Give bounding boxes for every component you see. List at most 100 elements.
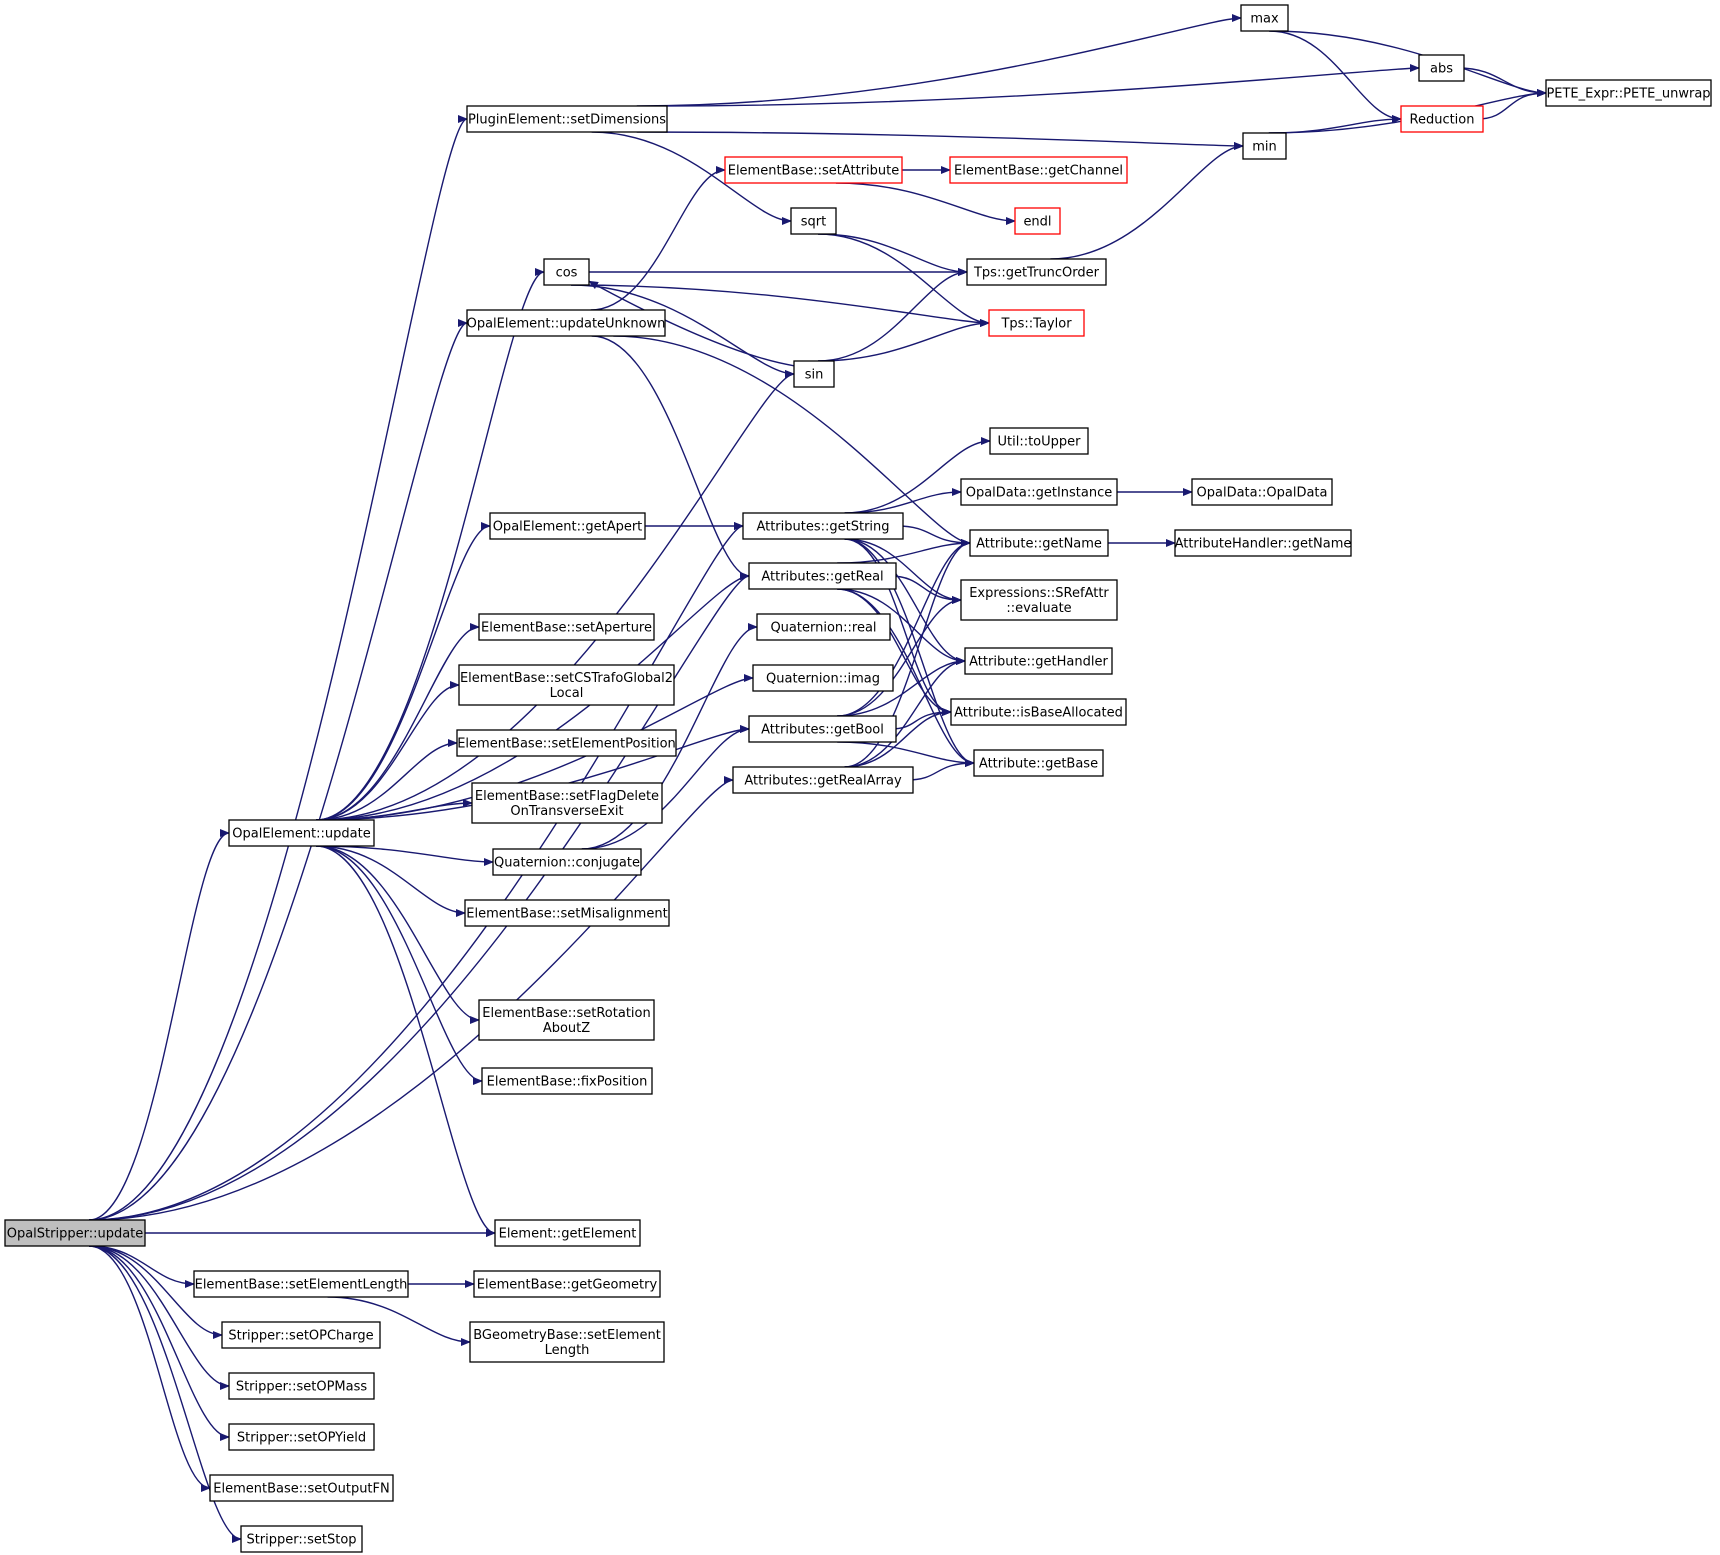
node-label: Quaternion::conjugate (494, 856, 640, 871)
node-quaternion-real[interactable]: Quaternion::real (756, 613, 891, 641)
node-attributehandler-getname[interactable]: AttributeHandler::getName (1174, 529, 1352, 557)
node-box (748, 562, 897, 590)
edge-abs-to-pete-unwrap (1457, 67, 1547, 97)
edge-opalstripper-update-to-attributes-getreal (88, 572, 750, 1221)
node-elementbase-setmisalignment[interactable]: ElementBase::setMisalignment (464, 899, 670, 927)
node-label: Attribute::getHandler (969, 655, 1108, 670)
node-opalelement-getapert[interactable]: OpalElement::getApert (489, 512, 646, 540)
node-box (1418, 54, 1465, 82)
edge-attributes-getreal-to-expressions-srefattr-evaluate (889, 575, 962, 604)
node-elementbase-getgeometry[interactable]: ElementBase::getGeometry (473, 1270, 661, 1298)
node-label: OnTransverseExit (510, 804, 623, 819)
node-sin[interactable]: sin (793, 360, 835, 388)
edge-attributes-getbool-to-attribute-gethandler (837, 657, 966, 717)
node-opaldata-opaldata[interactable]: OpalData::OpalData (1191, 478, 1333, 506)
node-label: ElementBase::getGeometry (477, 1278, 658, 1293)
node-opalelement-update[interactable]: OpalElement::update (228, 819, 375, 847)
edge-attributes-getbool-to-expressions-srefattr-evaluate (837, 596, 962, 717)
edge-max-to-reduction (1269, 30, 1402, 123)
node-stripper-setopmass[interactable]: Stripper::setOPMass (228, 1372, 375, 1400)
edge-quaternion-conjugate-to-attributes-getbool (581, 725, 750, 850)
edge-opalelement-update-to-elementbase-fixposition (315, 845, 483, 1085)
node-label: Stripper::setOPCharge (228, 1329, 373, 1344)
node-attribute-gethandler[interactable]: Attribute::getHandler (964, 647, 1113, 675)
node-elementbase-setoutputfn[interactable]: ElementBase::setOutputFN (209, 1474, 394, 1502)
edge-sin-to-tps-taylor (817, 319, 990, 362)
edge-opalelement-update-to-opalelement-getapert (315, 522, 491, 821)
edge-attributes-getreal-to-attribute-getbase (837, 588, 975, 767)
node-opalstripper-update[interactable]: OpalStripper::update (4, 1219, 146, 1247)
edge-reduction-to-pete-unwrap (1476, 89, 1547, 120)
node-label: ElementBase::fixPosition (487, 1075, 648, 1090)
edge-opalelement-update-to-attributes-getbool (315, 725, 750, 821)
node-attribute-getbase[interactable]: Attribute::getBase (973, 749, 1104, 777)
node-label: ElementBase::setElementPosition (457, 737, 676, 752)
edge-opalstripper-update-to-stripper-setopmass (88, 1245, 230, 1390)
node-box (1242, 132, 1287, 160)
node-elementbase-setelementposition[interactable]: ElementBase::setElementPosition (456, 729, 677, 757)
node-box (492, 848, 642, 876)
node-tps-taylor[interactable]: Tps::Taylor (988, 309, 1085, 337)
edge-attributes-getreal-to-attribute-isbaseallocated (837, 588, 952, 716)
node-elementbase-setelementlength[interactable]: ElementBase::setElementLength (193, 1270, 409, 1298)
node-box (973, 749, 1104, 777)
node-elementbase-fixposition[interactable]: ElementBase::fixPosition (481, 1067, 653, 1095)
edge-pluginelement-setdimensions-to-abs (654, 64, 1420, 107)
node-elementbase-setflagdelete[interactable]: ElementBase::setFlagDeleteOnTransverseEx… (471, 782, 663, 824)
node-sqrt[interactable]: sqrt (790, 207, 837, 235)
node-label: OpalElement::updateUnknown (467, 317, 666, 332)
node-bgeometrybase-setelementlength[interactable]: BGeometryBase::setElementLength (469, 1321, 665, 1363)
node-pete-unwrap[interactable]: PETE_Expr::PETE_unwrap (1545, 79, 1712, 107)
node-tps-gettruncorder[interactable]: Tps::getTruncOrder (966, 258, 1107, 286)
node-box (458, 664, 675, 706)
node-element-getelement[interactable]: Element::getElement (494, 1219, 641, 1247)
node-box (989, 427, 1089, 455)
node-label: Util::toUpper (997, 435, 1081, 450)
edge-attributes-getrealarray-to-attribute-getbase (906, 759, 975, 781)
node-quaternion-imag[interactable]: Quaternion::imag (752, 664, 894, 692)
edge-opalstripper-update-to-stripper-setopcharge (88, 1245, 223, 1339)
node-box (950, 698, 1127, 726)
node-stripper-setopyield[interactable]: Stripper::setOPYield (228, 1423, 375, 1451)
node-opaldata-getinstance[interactable]: OpalData::getInstance (960, 478, 1118, 506)
edge-pluginelement-setdimensions-to-max (636, 14, 1242, 107)
node-stripper-setstop[interactable]: Stripper::setStop (240, 1525, 363, 1553)
node-util-toupper[interactable]: Util::toUpper (989, 427, 1089, 455)
node-min[interactable]: min (1242, 132, 1287, 160)
edge-sin-to-tps-gettruncorder (817, 268, 968, 362)
node-abs[interactable]: abs (1418, 54, 1465, 82)
node-quaternion-conjugate[interactable]: Quaternion::conjugate (492, 848, 642, 876)
node-opalelement-updateunknown[interactable]: OpalElement::updateUnknown (466, 309, 666, 337)
node-stripper-setopcharge[interactable]: Stripper::setOPCharge (221, 1321, 381, 1349)
node-pluginelement-setdimensions[interactable]: PluginElement::setDimensions (466, 105, 668, 133)
node-elementbase-setaperture[interactable]: ElementBase::setAperture (478, 613, 655, 641)
node-label: abs (1430, 62, 1453, 77)
node-label: ElementBase::setFlagDelete (475, 789, 659, 804)
node-box (732, 766, 914, 794)
edge-layer (88, 14, 1547, 1543)
node-elementbase-setattribute[interactable]: ElementBase::setAttribute (724, 156, 903, 184)
node-expressions-srefattr-evaluate[interactable]: Expressions::SRefAttr::evaluate (960, 579, 1118, 621)
node-attribute-getname[interactable]: Attribute::getName (969, 529, 1109, 557)
node-endl[interactable]: endl (1014, 207, 1061, 235)
node-label: OpalElement::getApert (493, 520, 643, 535)
node-attributes-getbool[interactable]: Attributes::getBool (748, 715, 897, 743)
node-attributes-getstring[interactable]: Attributes::getString (742, 512, 904, 540)
node-attribute-isbaseallocated[interactable]: Attribute::isBaseAllocated (950, 698, 1127, 726)
node-box (1545, 79, 1712, 107)
edge-attributes-getstring-to-attribute-gethandler (844, 538, 966, 665)
node-max[interactable]: max (1240, 4, 1289, 32)
edge-max-to-pete-unwrap (1269, 30, 1547, 97)
edge-opalelement-update-to-cos (315, 268, 545, 821)
edge-attributes-getbool-to-attribute-getname (837, 539, 971, 717)
node-attributes-getreal[interactable]: Attributes::getReal (748, 562, 897, 590)
node-box (478, 613, 655, 641)
node-cos[interactable]: cos (543, 258, 590, 286)
node-label: ElementBase::setAttribute (728, 164, 900, 179)
node-elementbase-getchannel[interactable]: ElementBase::getChannel (949, 156, 1128, 184)
node-attributes-getrealarray[interactable]: Attributes::getRealArray (732, 766, 914, 794)
node-reduction[interactable]: Reduction (1400, 105, 1484, 133)
